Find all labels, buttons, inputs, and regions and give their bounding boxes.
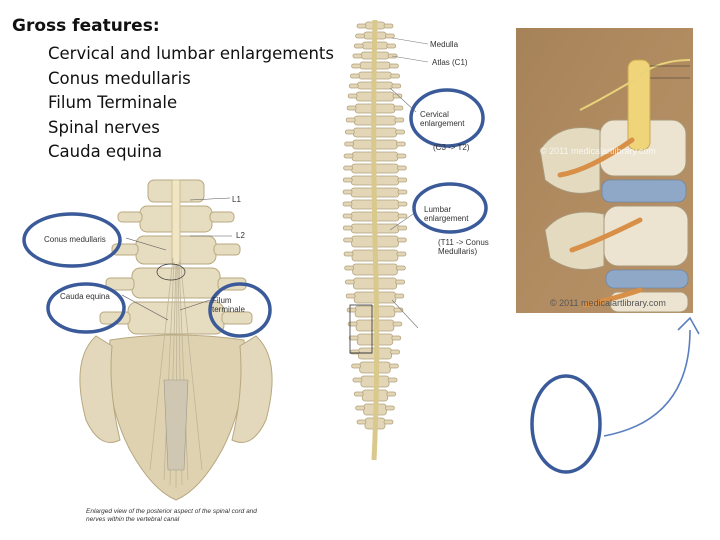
right-vertebra-photo: [516, 28, 693, 313]
bullet-list: Cervical and lumbar enlargements Conus m…: [48, 42, 334, 165]
center-spine-illustration: [342, 19, 488, 461]
label-medulla: Medulla: [430, 40, 459, 49]
bullet-item: Filum Terminale: [48, 93, 178, 112]
label-l1: L1: [232, 195, 241, 204]
watermark-bottom: © 2011 medicalartlibrary.com: [550, 298, 666, 308]
note-cervical-range: (C3 -> T2): [433, 143, 470, 152]
empty-highlight-ellipse: [530, 374, 602, 474]
bullet-item: Cervical and lumbar enlargements: [48, 44, 335, 63]
bullet-item: Conus medullaris: [48, 68, 191, 88]
heading: Gross features:: [12, 16, 160, 36]
note-lumbar-range: (T11 -> Conus Medullaris): [438, 238, 489, 256]
left-spine-illustration: [22, 179, 273, 501]
curved-arrow: [603, 329, 691, 437]
bullet-item: Spinal nerves: [48, 117, 160, 137]
label-conus-medullaris: Conus medullaris: [44, 235, 106, 244]
figure-caption: Enlarged view of the posterior aspect of…: [86, 508, 257, 523]
label-cervical-enlargement: Cervical enlargement: [420, 110, 465, 128]
label-lumbar-enlargement: Lumbar enlargement: [424, 205, 469, 223]
watermark-top: © 2011 medicalartlibrary.com: [540, 146, 656, 156]
label-filum-terminale: Filum terminale: [212, 296, 245, 314]
label-l2: L2: [236, 231, 245, 240]
label-cauda-equina: Cauda equina: [60, 292, 110, 301]
bullet-item: Cauda equina: [48, 142, 163, 161]
arrow-head: [677, 316, 700, 335]
label-atlas: Atlas (C1): [432, 58, 468, 67]
